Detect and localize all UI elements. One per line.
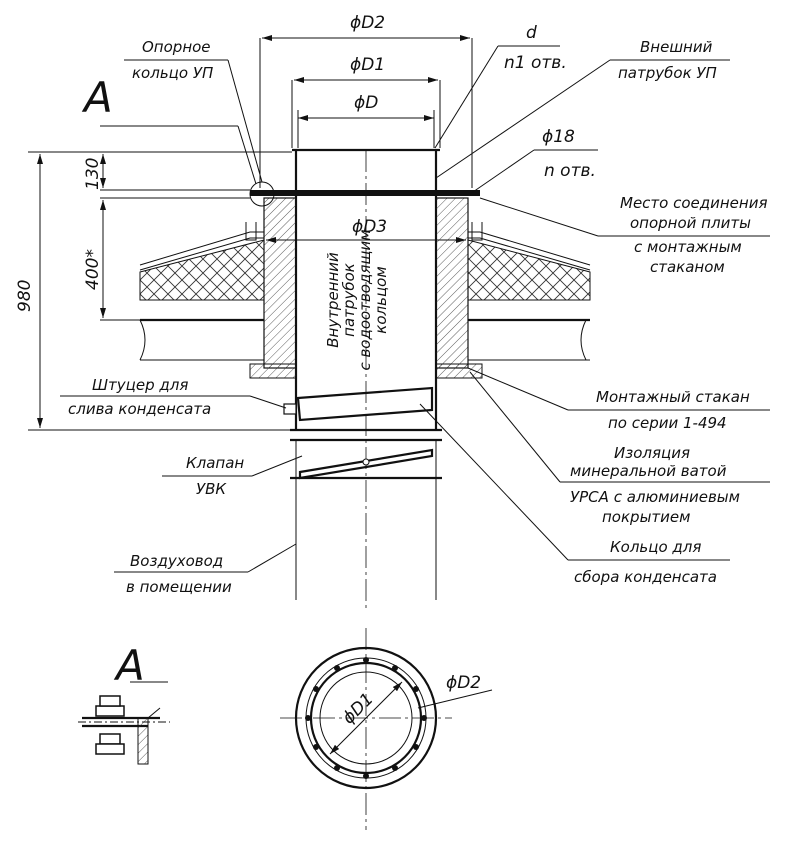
- elevation-view: [139, 148, 591, 610]
- inner-pipe-label-group: Внутренний патрубок с водоотводящим коль…: [324, 229, 390, 370]
- label-joint-1: Место соединения: [620, 194, 768, 212]
- label-insul-2: минеральной ватой: [570, 462, 727, 480]
- label-inner-pipe-2: патрубок: [340, 263, 358, 337]
- dim-d-small-label: d: [526, 23, 537, 43]
- valve-damper: [298, 448, 434, 480]
- leader-insul: [469, 371, 561, 483]
- label-insul-1: Изоляция: [614, 444, 690, 462]
- plan-d2-label: ϕD2: [446, 673, 481, 693]
- label-inner-pipe-3: с водоотводящим: [356, 229, 374, 370]
- valve-axle: [362, 458, 370, 466]
- label-inner-pipe-1: Внутренний: [324, 252, 342, 348]
- detail-a-title: A: [113, 641, 145, 690]
- leader-hole18: [469, 149, 535, 195]
- drain-fitting: [283, 403, 297, 415]
- label-valve-2: УВК: [196, 480, 227, 498]
- label-outer-pipe-2: патрубок УП: [618, 64, 717, 82]
- label-insul-3: УРСА с алюминиевым: [570, 488, 740, 506]
- label-joint-4: стаканом: [650, 258, 725, 276]
- label-joint-3: с монтажным: [634, 238, 742, 256]
- label-mount-2: по серии 1-494: [608, 414, 727, 432]
- label-fitting-2: слива конденсата: [68, 400, 211, 418]
- dim-n1-holes-label: n1 отв.: [504, 53, 567, 73]
- plan-d1-label: ϕD1: [339, 689, 378, 728]
- leader-d: [434, 45, 499, 149]
- detail-ref-a-leader: [237, 125, 257, 185]
- leader-valve: [251, 455, 303, 477]
- dim-d2-label: ϕD2: [350, 13, 385, 33]
- dim-d3-label: ϕD3: [352, 217, 387, 237]
- label-duct-2: в помещении: [126, 578, 232, 596]
- label-fitting-1: Штуцер для: [92, 376, 188, 394]
- mounting-sleeve-left: [263, 197, 297, 369]
- label-ring-1: Кольцо для: [610, 538, 701, 556]
- leader-joint: [479, 197, 599, 237]
- roof-left: [139, 222, 265, 361]
- plan-view: [280, 628, 493, 830]
- mounting-sleeve-base-right: [435, 363, 483, 379]
- label-inner-pipe-4: кольцом: [372, 266, 390, 333]
- label-ring-2: сбора конденсата: [574, 568, 717, 586]
- label-duct-1: Воздуховод: [130, 552, 223, 570]
- dim-n-holes-label: n отв.: [544, 161, 596, 181]
- label-insul-4: покрытием: [602, 508, 690, 526]
- label-outer-pipe-1: Внешний: [640, 38, 713, 56]
- label-mount-1: Монтажный стакан: [596, 388, 750, 406]
- leader-fitting: [249, 395, 287, 409]
- leader-duct: [247, 543, 297, 573]
- support-ring-flange: [250, 190, 480, 196]
- bolt-holes: [305, 657, 427, 779]
- mounting-sleeve-right: [435, 197, 469, 369]
- roof-right: [467, 222, 591, 361]
- dim-hole18-label: ϕ18: [542, 127, 575, 147]
- label-support-ring-1: Опорное: [142, 38, 211, 56]
- detail-a-view: A: [78, 641, 170, 765]
- leader-mount: [467, 367, 569, 411]
- detail-ref-a: A: [81, 73, 113, 122]
- leader-support-ring: [227, 59, 263, 183]
- dim-130-label: 130: [83, 158, 103, 190]
- dim-d1-label: ϕD1: [350, 55, 385, 75]
- condensate-ring: [296, 386, 434, 422]
- mounting-sleeve-base-left: [249, 363, 297, 379]
- dim-400-label: 400*: [83, 249, 103, 290]
- label-support-ring-2: кольцо УП: [132, 64, 213, 82]
- leader-outer-pipe: [435, 59, 611, 179]
- dim-d-label: ϕD: [354, 93, 378, 113]
- dimension-lines: [28, 35, 473, 431]
- label-joint-2: опорной плиты: [630, 214, 751, 232]
- leader-ring: [419, 403, 569, 561]
- dim-980-label: 980: [15, 280, 35, 312]
- label-valve-1: Клапан: [186, 454, 244, 472]
